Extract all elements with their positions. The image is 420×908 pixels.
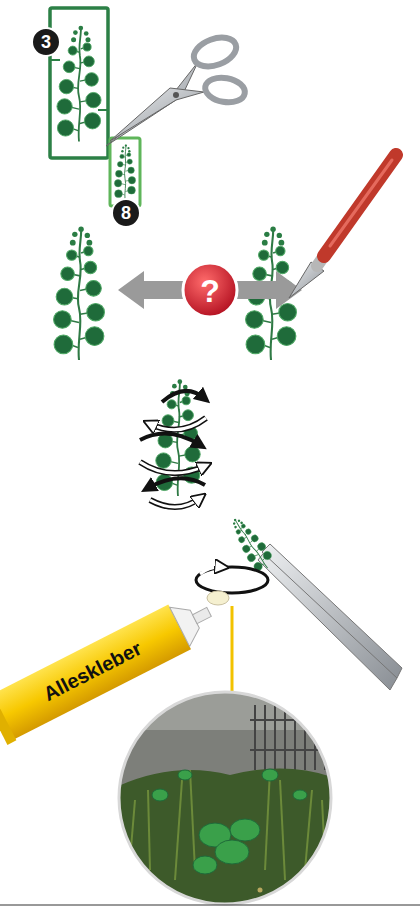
callout-circle — [112, 199, 140, 227]
rotate-ring — [196, 567, 268, 593]
plant-part — [224, 513, 277, 575]
tweezers — [258, 544, 402, 690]
rotate-arrows — [140, 391, 206, 507]
rotate-arrow — [200, 567, 222, 574]
bottom-rule — [0, 905, 420, 906]
glue-drop — [207, 591, 229, 605]
scene-photo — [110, 690, 350, 908]
question-badge — [183, 263, 237, 317]
hobby-knife — [289, 155, 396, 298]
sprue-frame — [110, 138, 140, 206]
compare-arrow — [236, 271, 302, 309]
callout-circle — [32, 28, 60, 56]
compare-arrow — [118, 271, 184, 309]
plant-part — [54, 226, 105, 360]
photo-border — [119, 692, 331, 904]
callout-number: 8 — [121, 204, 131, 222]
question-mark: ? — [200, 275, 220, 307]
sprue-frame — [50, 8, 108, 158]
scissors — [106, 32, 247, 146]
callout-number: 3 — [41, 33, 51, 51]
